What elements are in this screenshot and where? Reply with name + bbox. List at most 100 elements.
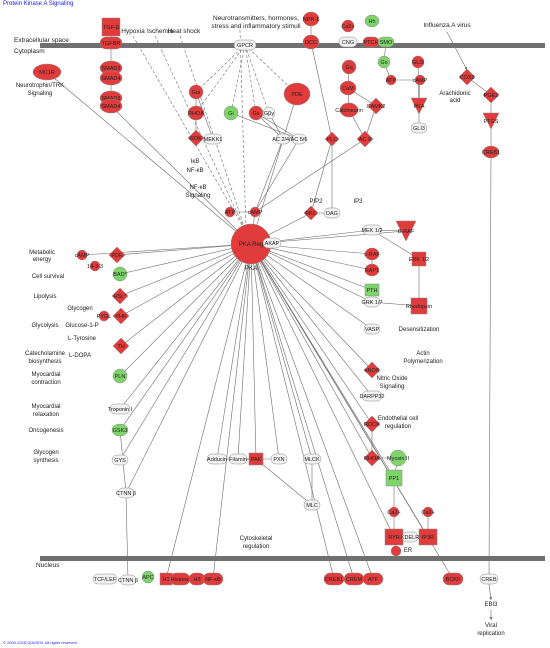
node-grk[interactable]: GRK 1/7	[361, 296, 383, 308]
node-tcf[interactable]: TCF/LEF	[92, 573, 118, 585]
node-atp2[interactable]: ATP	[385, 74, 397, 86]
node-akap[interactable]: AKAP	[262, 237, 282, 249]
node-dag[interactable]: DAG	[323, 207, 341, 219]
node-phk[interactable]: PHK	[112, 307, 130, 325]
node-atf[interactable]: ATF	[362, 572, 384, 586]
node-smad4[interactable]: SMAD4	[99, 70, 123, 86]
node-ca_ext[interactable]: Ca2+	[341, 19, 355, 33]
node-pxn[interactable]: PXN	[270, 453, 288, 465]
node-braf[interactable]: B-RAF	[395, 220, 417, 242]
node-pge2[interactable]: PGE2	[482, 86, 500, 104]
node-kdelr[interactable]: KDELR	[401, 531, 419, 543]
node-ca_cyto[interactable]: Ca2+	[387, 506, 401, 518]
edge-plc-to-pkc	[310, 138, 333, 214]
node-mlc[interactable]: MLC	[303, 499, 321, 511]
node-creb_n[interactable]: CREM	[343, 572, 365, 586]
node-craf[interactable]: c-RAF	[364, 247, 380, 261]
node-nfkb_n[interactable]: NF-κB	[202, 572, 224, 586]
node-pde_l[interactable]: PDE	[108, 246, 126, 264]
cytoplasm-label: Cytoplasm	[14, 48, 45, 55]
node-filamin[interactable]: Filamin	[228, 453, 248, 465]
node-gsk3[interactable]: GSK3	[111, 423, 129, 437]
node-hh[interactable]: Hh	[364, 14, 380, 28]
node-cng[interactable]: CNG	[338, 36, 358, 48]
node-ac1[interactable]: AC 2/4/7	[272, 133, 294, 145]
edge-gpcr-to-pde	[244, 44, 298, 95]
node-mek12[interactable]: MEK 1/2	[361, 224, 383, 236]
node-pka_gli[interactable]: PKA	[410, 97, 428, 115]
node-plc[interactable]: PLC	[324, 131, 340, 147]
node-smad4b[interactable]: SMAD4	[99, 98, 123, 114]
node-camk2[interactable]: CAMK2	[367, 97, 386, 115]
node-camp1[interactable]: cAMP	[248, 206, 263, 218]
node-ac9[interactable]: AC 9	[356, 130, 374, 148]
node-ctnnb[interactable]: CTNN β	[116, 487, 136, 499]
node-smo[interactable]: SMO	[377, 36, 395, 48]
node-gbg[interactable]: Gβγ	[262, 106, 276, 120]
node-ptch[interactable]: PTCH	[362, 36, 380, 48]
node-p1433[interactable]: 14-3-3	[87, 260, 103, 272]
node-rap1[interactable]: RAP1	[364, 263, 380, 277]
node-calcineurin[interactable]: Calcineurin	[335, 102, 363, 118]
node-npr1[interactable]: NPR-1	[303, 11, 320, 27]
node-creb1[interactable]: CREB1	[323, 572, 345, 586]
node-gli3[interactable]: GLI3	[411, 55, 425, 69]
node-gys[interactable]: GYS	[111, 454, 129, 466]
node-cox2[interactable]: COX2	[458, 68, 476, 86]
node-tgfbr[interactable]: TGFBR	[99, 36, 123, 50]
node-creb_vir[interactable]: CREB1	[482, 145, 500, 159]
node-rok[interactable]: ROK	[187, 129, 205, 147]
node-cam[interactable]: CaM	[339, 80, 357, 96]
node-pak[interactable]: PAK	[248, 452, 264, 466]
node-mlck[interactable]: MLCK	[302, 453, 322, 465]
node-erk12[interactable]: ERK 1/2	[409, 251, 429, 267]
node-bad[interactable]: BAD*	[112, 266, 128, 282]
node-gai[interactable]: Gαi	[188, 84, 204, 100]
node-creb[interactable]: CREB	[479, 573, 499, 585]
node-tgfb[interactable]: TGF-β	[101, 17, 121, 37]
node-atp[interactable]: ATP	[224, 206, 236, 218]
node-rhodopsin[interactable]: Rhodopsin	[406, 297, 432, 315]
node-pth[interactable]: PTH	[364, 283, 380, 297]
node-mc1r[interactable]: MC1R	[32, 63, 62, 81]
node-ptpn[interactable]: PP1	[385, 469, 403, 487]
node-histone[interactable]: Histone	[169, 572, 191, 586]
node-camp_l[interactable]: cAMP	[75, 249, 90, 261]
node-rhoa2[interactable]: RHOA	[363, 449, 381, 467]
node-ptgs[interactable]: PTGS	[482, 112, 500, 130]
node-gli3b[interactable]: GLI3	[410, 122, 428, 134]
node-adducin[interactable]: Adducin	[206, 453, 228, 465]
node-go[interactable]: Go	[377, 55, 391, 69]
node-rock[interactable]: ROCK	[363, 415, 381, 433]
node-hsl[interactable]: HSL*	[111, 287, 129, 305]
node-h3[interactable]: H3	[188, 572, 206, 586]
node-pkc[interactable]: PKC	[303, 205, 319, 221]
node-gi[interactable]: Gi	[223, 105, 239, 121]
node-tnni[interactable]: Troponin I	[108, 403, 133, 415]
node-camp2[interactable]: cAMP	[413, 74, 428, 86]
node-dcc[interactable]: DCC	[302, 34, 320, 50]
node-ca_er2[interactable]: Ca2+	[421, 506, 435, 518]
node-rhoa[interactable]: RHOA	[187, 105, 204, 121]
dashed-edge-layer	[132, 29, 298, 233]
node-th[interactable]: TH	[112, 337, 130, 355]
node-gs[interactable]: Gs	[248, 105, 264, 121]
node-gpcr[interactable]: GPCR	[233, 39, 257, 51]
node-ip3r[interactable]: IP3R	[418, 528, 438, 546]
node-vasp[interactable]: VASP	[363, 323, 381, 335]
node-ac2[interactable]: AC 5/6	[291, 133, 308, 145]
node-mekk1[interactable]: MEKK1	[204, 133, 223, 145]
node-pde[interactable]: PDE	[283, 82, 311, 106]
edge-creb_vir-to-creb	[487, 151, 492, 580]
node-darpp[interactable]: DARPP32	[359, 390, 385, 402]
node-ctnnb_n[interactable]: CTNN β	[118, 574, 138, 586]
node-gq[interactable]: Gq	[341, 59, 357, 75]
node-bckf[interactable]: BCKF	[442, 572, 464, 586]
node-pygl[interactable]: PYGL	[97, 310, 112, 322]
node-myosin[interactable]: Myosin II	[387, 449, 409, 467]
node-enos[interactable]: eNOS	[363, 361, 381, 379]
node-pln[interactable]: PLN	[112, 368, 128, 384]
node-atf-label: ATF	[368, 577, 379, 583]
node-apc[interactable]: APC	[141, 570, 155, 584]
node-ca_er[interactable]	[390, 545, 402, 557]
